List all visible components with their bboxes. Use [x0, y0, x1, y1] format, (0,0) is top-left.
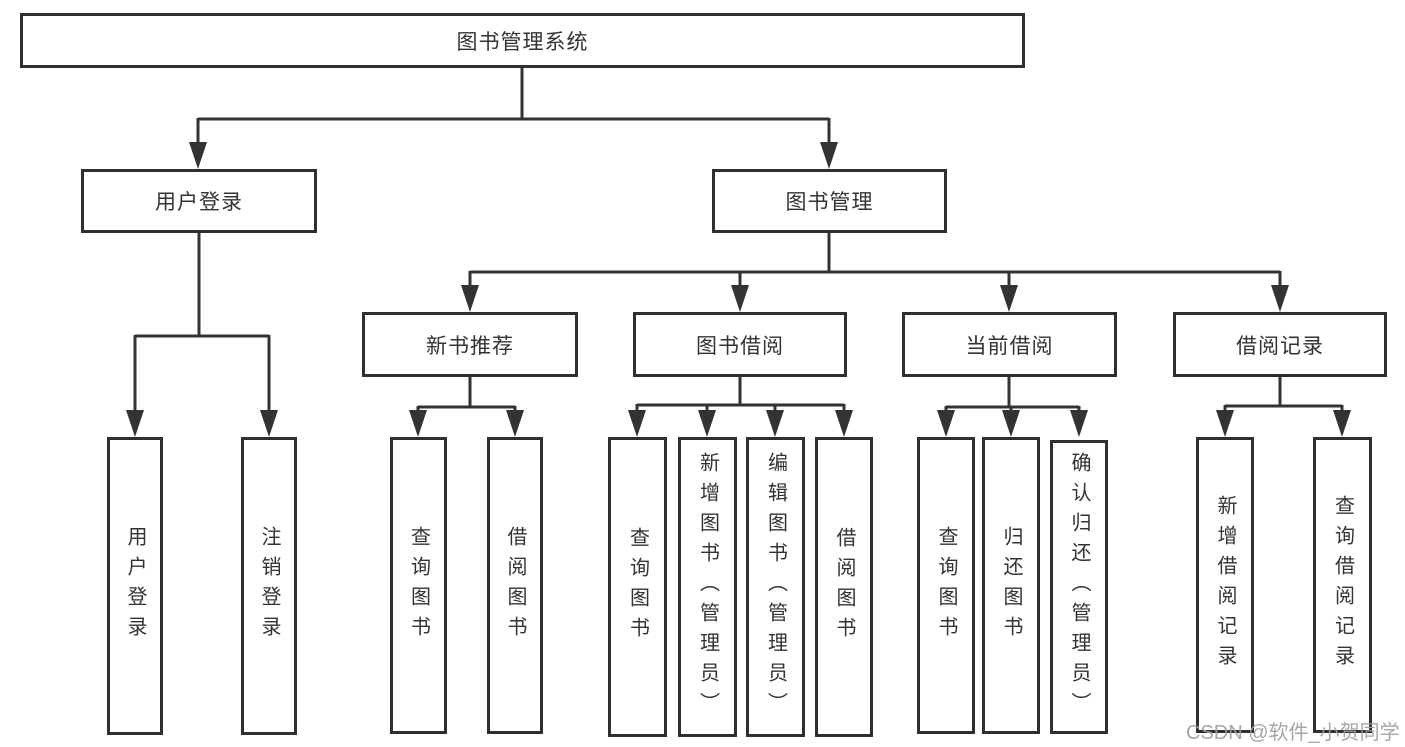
node-current-borrow: 当前借阅 — [902, 312, 1117, 377]
leaf-recommend-query-books-label: 查询图书 — [407, 525, 430, 646]
leaf-borrow-query-books: 查询图书 — [608, 437, 667, 737]
leaf-current-query-books: 查询图书 — [917, 437, 975, 734]
connector-borrow-to-leaves — [635, 377, 846, 428]
leaf-current-query-books-label: 查询图书 — [935, 525, 957, 646]
leaf-recommend-query-books: 查询图书 — [390, 437, 447, 734]
leaf-add-borrow-record-label: 新增借阅记录 — [1214, 495, 1236, 675]
leaf-return-book-label: 归还图书 — [1000, 525, 1022, 646]
leaf-logout-label: 注销登录 — [258, 526, 280, 646]
csdn-watermark: CSDN @软件_小贺同学 — [1186, 722, 1400, 744]
leaf-return-book: 归还图书 — [982, 437, 1040, 734]
arrowheads-records-leaves — [1216, 410, 1351, 437]
leaf-user-login: 用户登录 — [107, 437, 163, 735]
node-book-management: 图书管理 — [712, 169, 947, 233]
leaf-confirm-return-admin: 确认归还（管理员） — [1050, 440, 1108, 734]
arrowheads-login-leaves — [126, 410, 278, 437]
connector-management-to-level3 — [468, 233, 1282, 303]
node-new-book-recommend: 新书推荐 — [362, 312, 578, 377]
leaf-add-book-admin: 新增图书（管理员） — [678, 437, 737, 737]
arrowheads-level2 — [189, 142, 838, 169]
node-root-system: 图书管理系统 — [20, 13, 1025, 68]
leaf-confirm-return-admin-label: 确认归还（管理员） — [1068, 452, 1090, 722]
arrowheads-current-leaves — [937, 410, 1088, 437]
leaf-borrow-book-label: 借阅图书 — [833, 527, 855, 647]
connector-records-to-leaves — [1223, 377, 1344, 428]
arrowheads-level3 — [461, 285, 1289, 312]
node-book-borrow: 图书借阅 — [633, 312, 847, 377]
leaf-recommend-borrow-books-label: 借阅图书 — [504, 525, 526, 646]
leaf-borrow-book: 借阅图书 — [815, 437, 873, 737]
leaf-user-login-label: 用户登录 — [124, 526, 146, 646]
leaf-query-borrow-record-label: 查询借阅记录 — [1331, 495, 1354, 675]
leaf-query-borrow-record: 查询借阅记录 — [1313, 437, 1372, 733]
leaf-logout: 注销登录 — [241, 437, 297, 735]
arrowheads-borrow-leaves — [628, 410, 853, 437]
connector-recommend-to-leaves — [416, 377, 517, 428]
node-user-login: 用户登录 — [81, 169, 317, 233]
leaf-add-borrow-record: 新增借阅记录 — [1196, 437, 1254, 733]
arrowheads-recommend-leaves — [409, 410, 524, 437]
connector-login-to-leaves — [133, 233, 271, 428]
leaf-add-book-admin-label: 新增图书（管理员） — [696, 452, 719, 722]
leaf-edit-book-admin-label: 编辑图书（管理员） — [764, 452, 787, 722]
leaf-recommend-borrow-books: 借阅图书 — [487, 437, 543, 734]
leaf-edit-book-admin: 编辑图书（管理员） — [746, 437, 805, 737]
connector-root-to-level2 — [196, 68, 831, 160]
leaf-borrow-query-books-label: 查询图书 — [626, 527, 649, 647]
node-borrow-records: 借阅记录 — [1173, 312, 1387, 377]
